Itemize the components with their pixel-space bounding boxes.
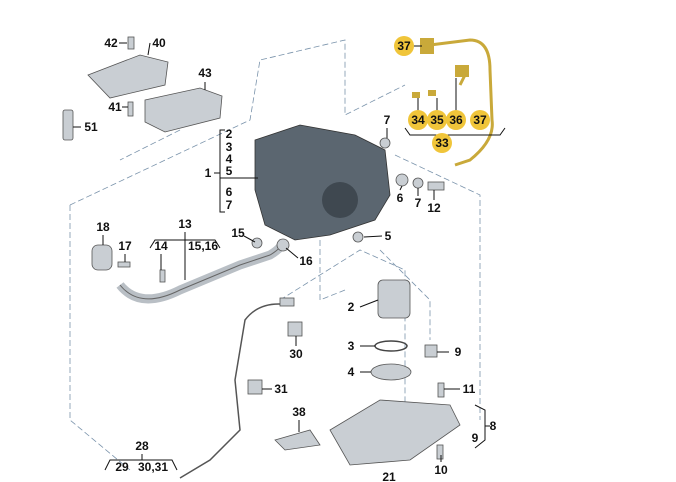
bolt-12 [427,181,445,191]
bolt-11 [437,382,445,398]
label-13: 13 [178,217,192,231]
label-12: 12 [427,201,441,215]
locking-ring-4 [370,363,412,381]
seal-3 [374,340,408,352]
bulb-51 [62,109,74,141]
label-3: 3 [348,339,355,353]
label-43: 43 [198,66,212,80]
control-unit-43 [144,87,223,133]
label-38: 38 [292,405,306,419]
label-5: 5 [226,164,233,178]
label-11: 11 [463,382,476,396]
leader-lines [73,42,506,471]
callout-badges [394,36,490,153]
label-4: 4 [226,152,233,166]
bolt-10 [436,444,444,460]
label-8: 8 [490,419,497,433]
label-1: 1 [205,166,212,180]
grommet-6 [395,173,409,187]
clip-31 [247,379,263,395]
bolt-42 [127,36,135,50]
label-34: 34 [411,113,425,127]
label-6: 6 [397,191,404,205]
label-4: 4 [348,365,355,379]
clip-5 [352,231,364,243]
label-51: 51 [84,120,98,134]
label-17: 17 [118,239,132,253]
label-42: 42 [104,36,118,50]
label-16: 16 [299,254,313,268]
label-30-31: 30,31 [138,460,168,474]
label-28: 28 [135,439,149,453]
bolt-41 [127,101,134,117]
label-7: 7 [415,196,422,210]
support-bracket-8 [329,399,461,466]
label-3: 3 [226,140,233,154]
label-7: 7 [384,113,391,127]
label-37: 37 [397,39,411,53]
label-15-16: 15,16 [188,239,218,253]
label-9: 9 [455,345,462,359]
label-10: 10 [434,463,448,477]
label-21: 21 [382,470,396,482]
fuel-tank-1 [254,124,391,241]
label-5: 5 [385,229,392,243]
label-14: 14 [154,239,168,253]
label-40: 40 [152,36,166,50]
label-41: 41 [108,100,122,114]
sensor-cable-30 [179,297,303,479]
bracket-38 [274,429,321,451]
label-33: 33 [435,136,449,150]
label-6: 6 [226,185,233,199]
label-7: 7 [226,198,233,212]
label-2: 2 [348,300,355,314]
bolts-14-17 [117,261,166,283]
fuel-pump-2 [377,279,411,319]
nut-9 [424,344,438,358]
nut-7 [379,137,424,189]
grommet-15-16 [251,237,290,252]
label-31: 31 [274,382,288,396]
label-18: 18 [96,220,110,234]
label-35: 35 [430,113,444,127]
label-30: 30 [289,347,303,361]
label-9: 9 [472,431,479,445]
wiring-harness-33 [412,38,494,167]
relay-bracket-40 [87,54,169,99]
label-15: 15 [231,226,245,240]
label-29: 29 [115,460,129,474]
label-37: 37 [473,113,487,127]
label-2: 2 [226,127,233,141]
filler-neck-18 [91,244,113,271]
label-36: 36 [449,113,463,127]
